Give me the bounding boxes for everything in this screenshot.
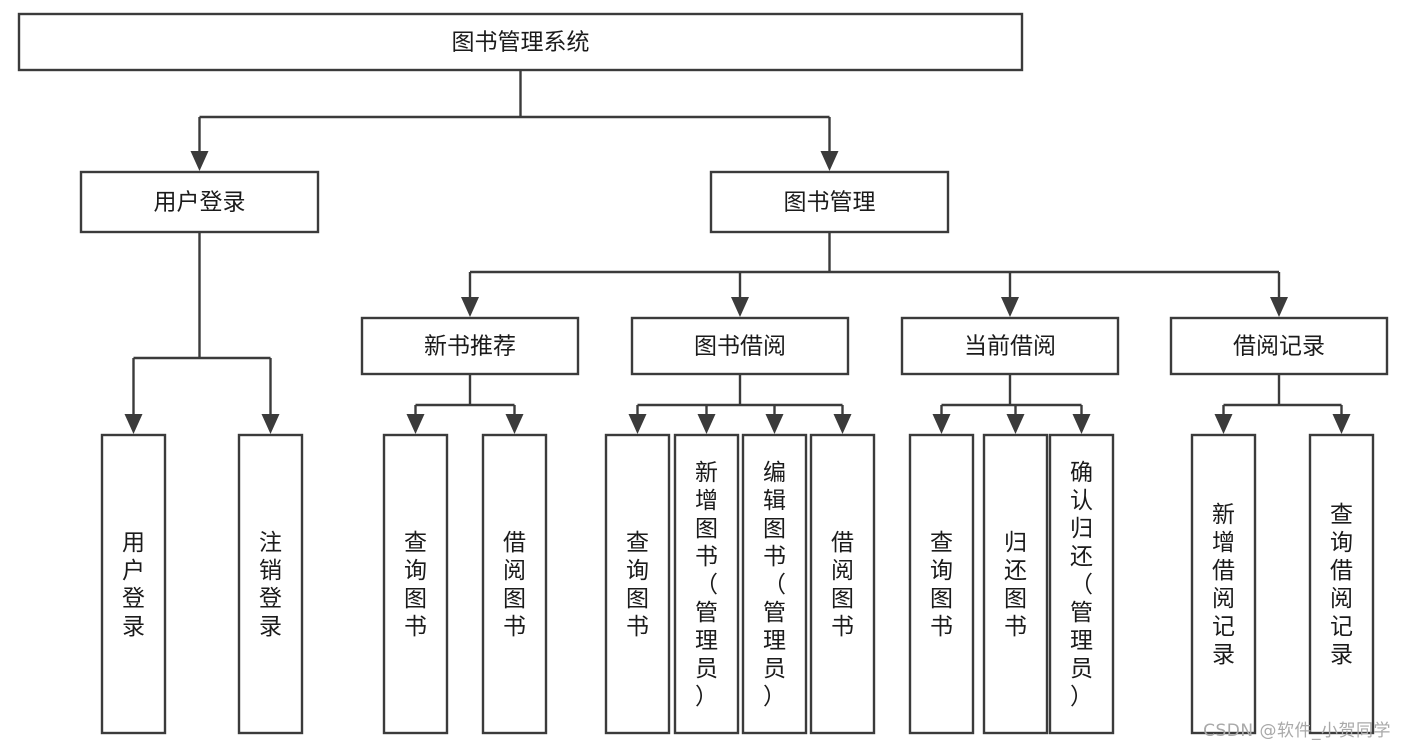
arrow-head-icon — [1332, 414, 1351, 434]
level3-node-new-book-rec-box[interactable] — [360, 316, 580, 376]
leaf-node-leaf-query-book-rec-label: 查询图书 — [404, 530, 427, 640]
watermark-text: CSDN @软件_小贺同学 — [1203, 721, 1391, 741]
leaf-node-leaf-query-book-borrow[interactable]: 查询图书 — [604, 433, 671, 735]
level3-node-current-borrow-label: 当前借阅 — [964, 334, 1056, 360]
arrow-head-icon — [461, 297, 479, 317]
leaf-node-leaf-confirm-return-label: 确认归还（管理员） — [1070, 460, 1093, 710]
arrow-head-icon — [1270, 297, 1288, 317]
arrow-head-icon — [1214, 414, 1233, 434]
arrow-head-icon — [261, 414, 280, 434]
leaf-node-leaf-return-book-label: 归还图书 — [1004, 530, 1027, 640]
level3-node-current-borrow[interactable]: 当前借阅 — [900, 316, 1120, 376]
arrow-head-icon — [1006, 414, 1025, 434]
leaf-node-leaf-query-book-borrow-label: 查询图书 — [626, 530, 649, 640]
leaf-node-leaf-add-book-label: 新增图书（管理员） — [695, 460, 718, 710]
arrow-head-icon — [697, 414, 716, 434]
arrow-head-icon — [1072, 414, 1091, 434]
arrow-head-icon — [932, 414, 951, 434]
level3-node-book-borrow-label: 图书借阅 — [694, 334, 786, 360]
leaf-node-leaf-borrow-book-rec-box[interactable] — [481, 433, 548, 735]
leaf-node-leaf-query-record-box[interactable] — [1308, 433, 1375, 735]
leaf-node-leaf-user-login-box[interactable] — [100, 433, 167, 735]
leaf-node-leaf-query-book-rec[interactable]: 查询图书 — [382, 433, 449, 735]
root-node-book-management-system-box[interactable] — [17, 12, 1024, 72]
leaf-node-leaf-edit-book-box[interactable] — [741, 433, 808, 735]
level2-node-book-manage-box[interactable] — [709, 170, 950, 234]
leaf-node-leaf-logout-box[interactable] — [237, 433, 304, 735]
leaf-node-leaf-query-record-label: 查询借阅记录 — [1330, 502, 1353, 668]
leaf-node-leaf-logout-label: 注销登录 — [259, 530, 282, 640]
leaf-node-leaf-query-book-borrow-box[interactable] — [604, 433, 671, 735]
leaf-node-leaf-borrow-book-label: 借阅图书 — [831, 530, 854, 640]
leaf-node-leaf-borrow-book-rec[interactable]: 借阅图书 — [481, 433, 548, 735]
arrow-head-icon — [1001, 297, 1019, 317]
level3-node-borrow-record-box[interactable] — [1169, 316, 1389, 376]
leaf-node-leaf-borrow-book-box[interactable] — [809, 433, 876, 735]
leaf-node-leaf-confirm-return-box[interactable] — [1048, 433, 1115, 735]
level2-node-user-login-label: 用户登录 — [154, 190, 246, 216]
level3-node-new-book-rec[interactable]: 新书推荐 — [360, 316, 580, 376]
leaf-node-leaf-add-record[interactable]: 新增借阅记录 — [1190, 433, 1257, 735]
leaf-node-leaf-query-record[interactable]: 查询借阅记录 — [1308, 433, 1375, 735]
connectors-layer — [124, 70, 1351, 434]
leaf-node-leaf-add-book-box[interactable] — [673, 433, 740, 735]
arrow-head-icon — [124, 414, 143, 434]
level2-node-user-login-box[interactable] — [79, 170, 320, 234]
arrow-head-icon — [833, 414, 852, 434]
level3-node-book-borrow-box[interactable] — [630, 316, 850, 376]
arrow-head-icon — [628, 414, 647, 434]
arrow-head-icon — [190, 151, 209, 171]
level2-node-book-manage[interactable]: 图书管理 — [709, 170, 950, 234]
level3-node-current-borrow-box[interactable] — [900, 316, 1120, 376]
leaf-node-leaf-return-book[interactable]: 归还图书 — [982, 433, 1049, 735]
arrow-head-icon — [820, 151, 839, 171]
nodes-layer: 图书管理系统用户登录图书管理新书推荐图书借阅当前借阅借阅记录用户登录注销登录查询… — [17, 12, 1389, 735]
leaf-node-leaf-user-login-label: 用户登录 — [122, 530, 145, 640]
arrow-head-icon — [505, 414, 524, 434]
leaf-node-leaf-user-login[interactable]: 用户登录 — [100, 433, 167, 735]
leaf-node-leaf-logout[interactable]: 注销登录 — [237, 433, 304, 735]
leaf-node-leaf-borrow-book[interactable]: 借阅图书 — [809, 433, 876, 735]
root-node-book-management-system[interactable]: 图书管理系统 — [17, 12, 1024, 72]
level3-node-borrow-record-label: 借阅记录 — [1233, 334, 1325, 360]
leaf-node-leaf-add-book[interactable]: 新增图书（管理员） — [673, 433, 740, 735]
leaf-node-leaf-confirm-return[interactable]: 确认归还（管理员） — [1048, 433, 1115, 735]
leaf-node-leaf-add-record-label: 新增借阅记录 — [1212, 502, 1235, 668]
leaf-node-leaf-edit-book[interactable]: 编辑图书（管理员） — [741, 433, 808, 735]
level3-node-borrow-record[interactable]: 借阅记录 — [1169, 316, 1389, 376]
leaf-node-leaf-query-book-cur-label: 查询图书 — [930, 530, 953, 640]
leaf-node-leaf-borrow-book-rec-label: 借阅图书 — [503, 530, 526, 640]
leaf-node-leaf-edit-book-label: 编辑图书（管理员） — [763, 460, 786, 710]
root-node-book-management-system-label: 图书管理系统 — [452, 30, 590, 56]
leaf-node-leaf-return-book-box[interactable] — [982, 433, 1049, 735]
arrow-head-icon — [406, 414, 425, 434]
level3-node-new-book-rec-label: 新书推荐 — [424, 334, 516, 360]
leaf-node-leaf-add-record-box[interactable] — [1190, 433, 1257, 735]
level2-node-user-login[interactable]: 用户登录 — [79, 170, 320, 234]
leaf-node-leaf-query-book-rec-box[interactable] — [382, 433, 449, 735]
arrow-head-icon — [765, 414, 784, 434]
level2-node-book-manage-label: 图书管理 — [784, 190, 876, 216]
level3-node-book-borrow[interactable]: 图书借阅 — [630, 316, 850, 376]
leaf-node-leaf-query-book-cur-box[interactable] — [908, 433, 975, 735]
arrow-head-icon — [731, 297, 749, 317]
leaf-node-leaf-query-book-cur[interactable]: 查询图书 — [908, 433, 975, 735]
